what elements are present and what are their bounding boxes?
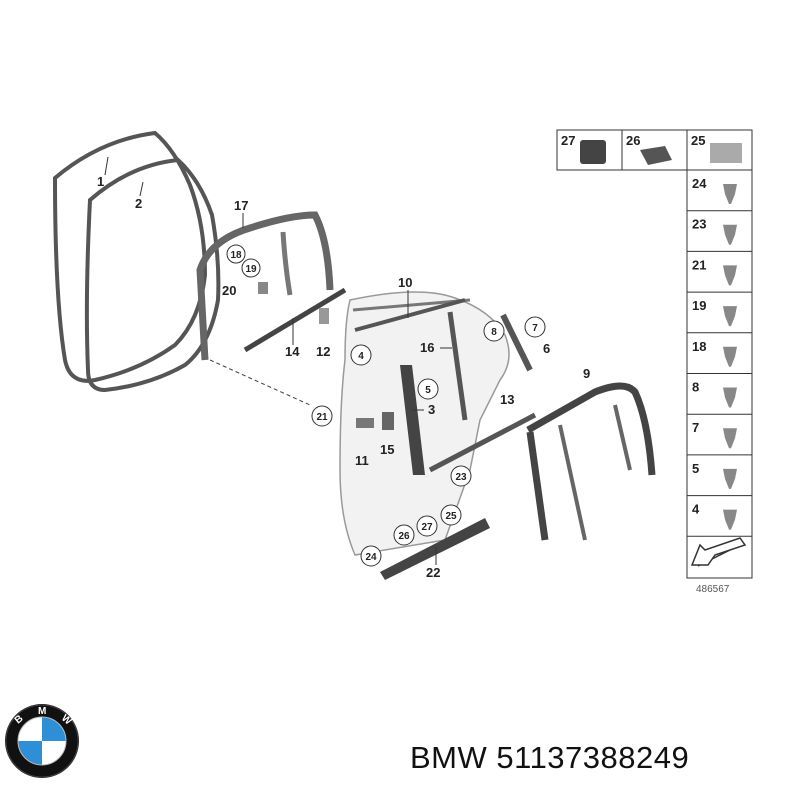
callout-8: 8 — [491, 327, 497, 338]
callout-7: 7 — [532, 323, 538, 334]
callout-24: 24 — [365, 552, 377, 563]
legend-4: 4 — [692, 502, 700, 517]
label-10: 10 — [398, 275, 412, 290]
fastener-icon — [723, 428, 737, 449]
door-seal-inner — [84, 157, 221, 393]
fastener-icon — [723, 346, 737, 367]
callout-19: 19 — [245, 264, 257, 275]
fastener-icon — [723, 509, 737, 530]
door-panel — [339, 291, 510, 556]
svg-text:M: M — [38, 706, 46, 717]
callout-4: 4 — [358, 351, 364, 362]
fastener-icon — [723, 184, 737, 204]
door-seal-outer — [52, 130, 208, 383]
bmw-logo: B M W — [5, 704, 79, 778]
fastener-icon — [723, 387, 737, 408]
legend-7: 7 — [692, 420, 699, 435]
legend-23: 23 — [692, 217, 706, 232]
window-frame — [526, 382, 656, 476]
callout-18: 18 — [230, 250, 242, 261]
label-20: 20 — [222, 283, 236, 298]
label-16: 16 — [420, 340, 434, 355]
callout-27: 27 — [421, 522, 433, 533]
label-17: 17 — [234, 198, 248, 213]
legend-5: 5 — [692, 461, 699, 476]
legend-24: 24 — [692, 176, 707, 191]
label-22: 22 — [426, 565, 440, 580]
legend-8: 8 — [692, 380, 699, 395]
fastener-icon — [723, 224, 737, 245]
label-3: 3 — [428, 402, 435, 417]
label-11: 11 — [355, 453, 369, 468]
callout-25: 25 — [445, 511, 457, 522]
label-1: 1 — [97, 174, 104, 189]
label-6: 6 — [543, 341, 550, 356]
callout-5: 5 — [425, 385, 431, 396]
fastener-icon — [723, 265, 737, 286]
legend-21: 21 — [692, 257, 706, 272]
parts-diagram: 1 2 17 18 19 20 14 12 21 10 16 3 4 5 11 … — [52, 129, 753, 595]
brand-part-title: BMW 51137388249 — [410, 740, 689, 776]
fastener-icon — [723, 468, 737, 489]
brand-name: BMW — [410, 740, 488, 775]
callout-23: 23 — [455, 472, 467, 483]
label-15: 15 — [380, 442, 394, 457]
label-9: 9 — [583, 366, 590, 381]
label-14: 14 — [285, 344, 300, 359]
legend-26: 26 — [626, 133, 640, 148]
fastener-icon — [723, 306, 737, 327]
parts-legend: 27 26 25 24 23 21 19 18 8 7 5 4 486567 — [556, 129, 753, 595]
legend-27: 27 — [561, 133, 575, 148]
label-2: 2 — [135, 196, 142, 211]
legend-19: 19 — [692, 298, 706, 313]
callout-21: 21 — [316, 412, 328, 423]
callout-26: 26 — [398, 531, 410, 542]
label-12: 12 — [316, 344, 330, 359]
legend-18: 18 — [692, 339, 706, 354]
reference-number: 486567 — [696, 584, 730, 595]
legend-25: 25 — [691, 133, 705, 148]
label-13: 13 — [500, 392, 514, 407]
part-number: 51137388249 — [496, 740, 690, 775]
door-frame-trim — [196, 211, 334, 361]
